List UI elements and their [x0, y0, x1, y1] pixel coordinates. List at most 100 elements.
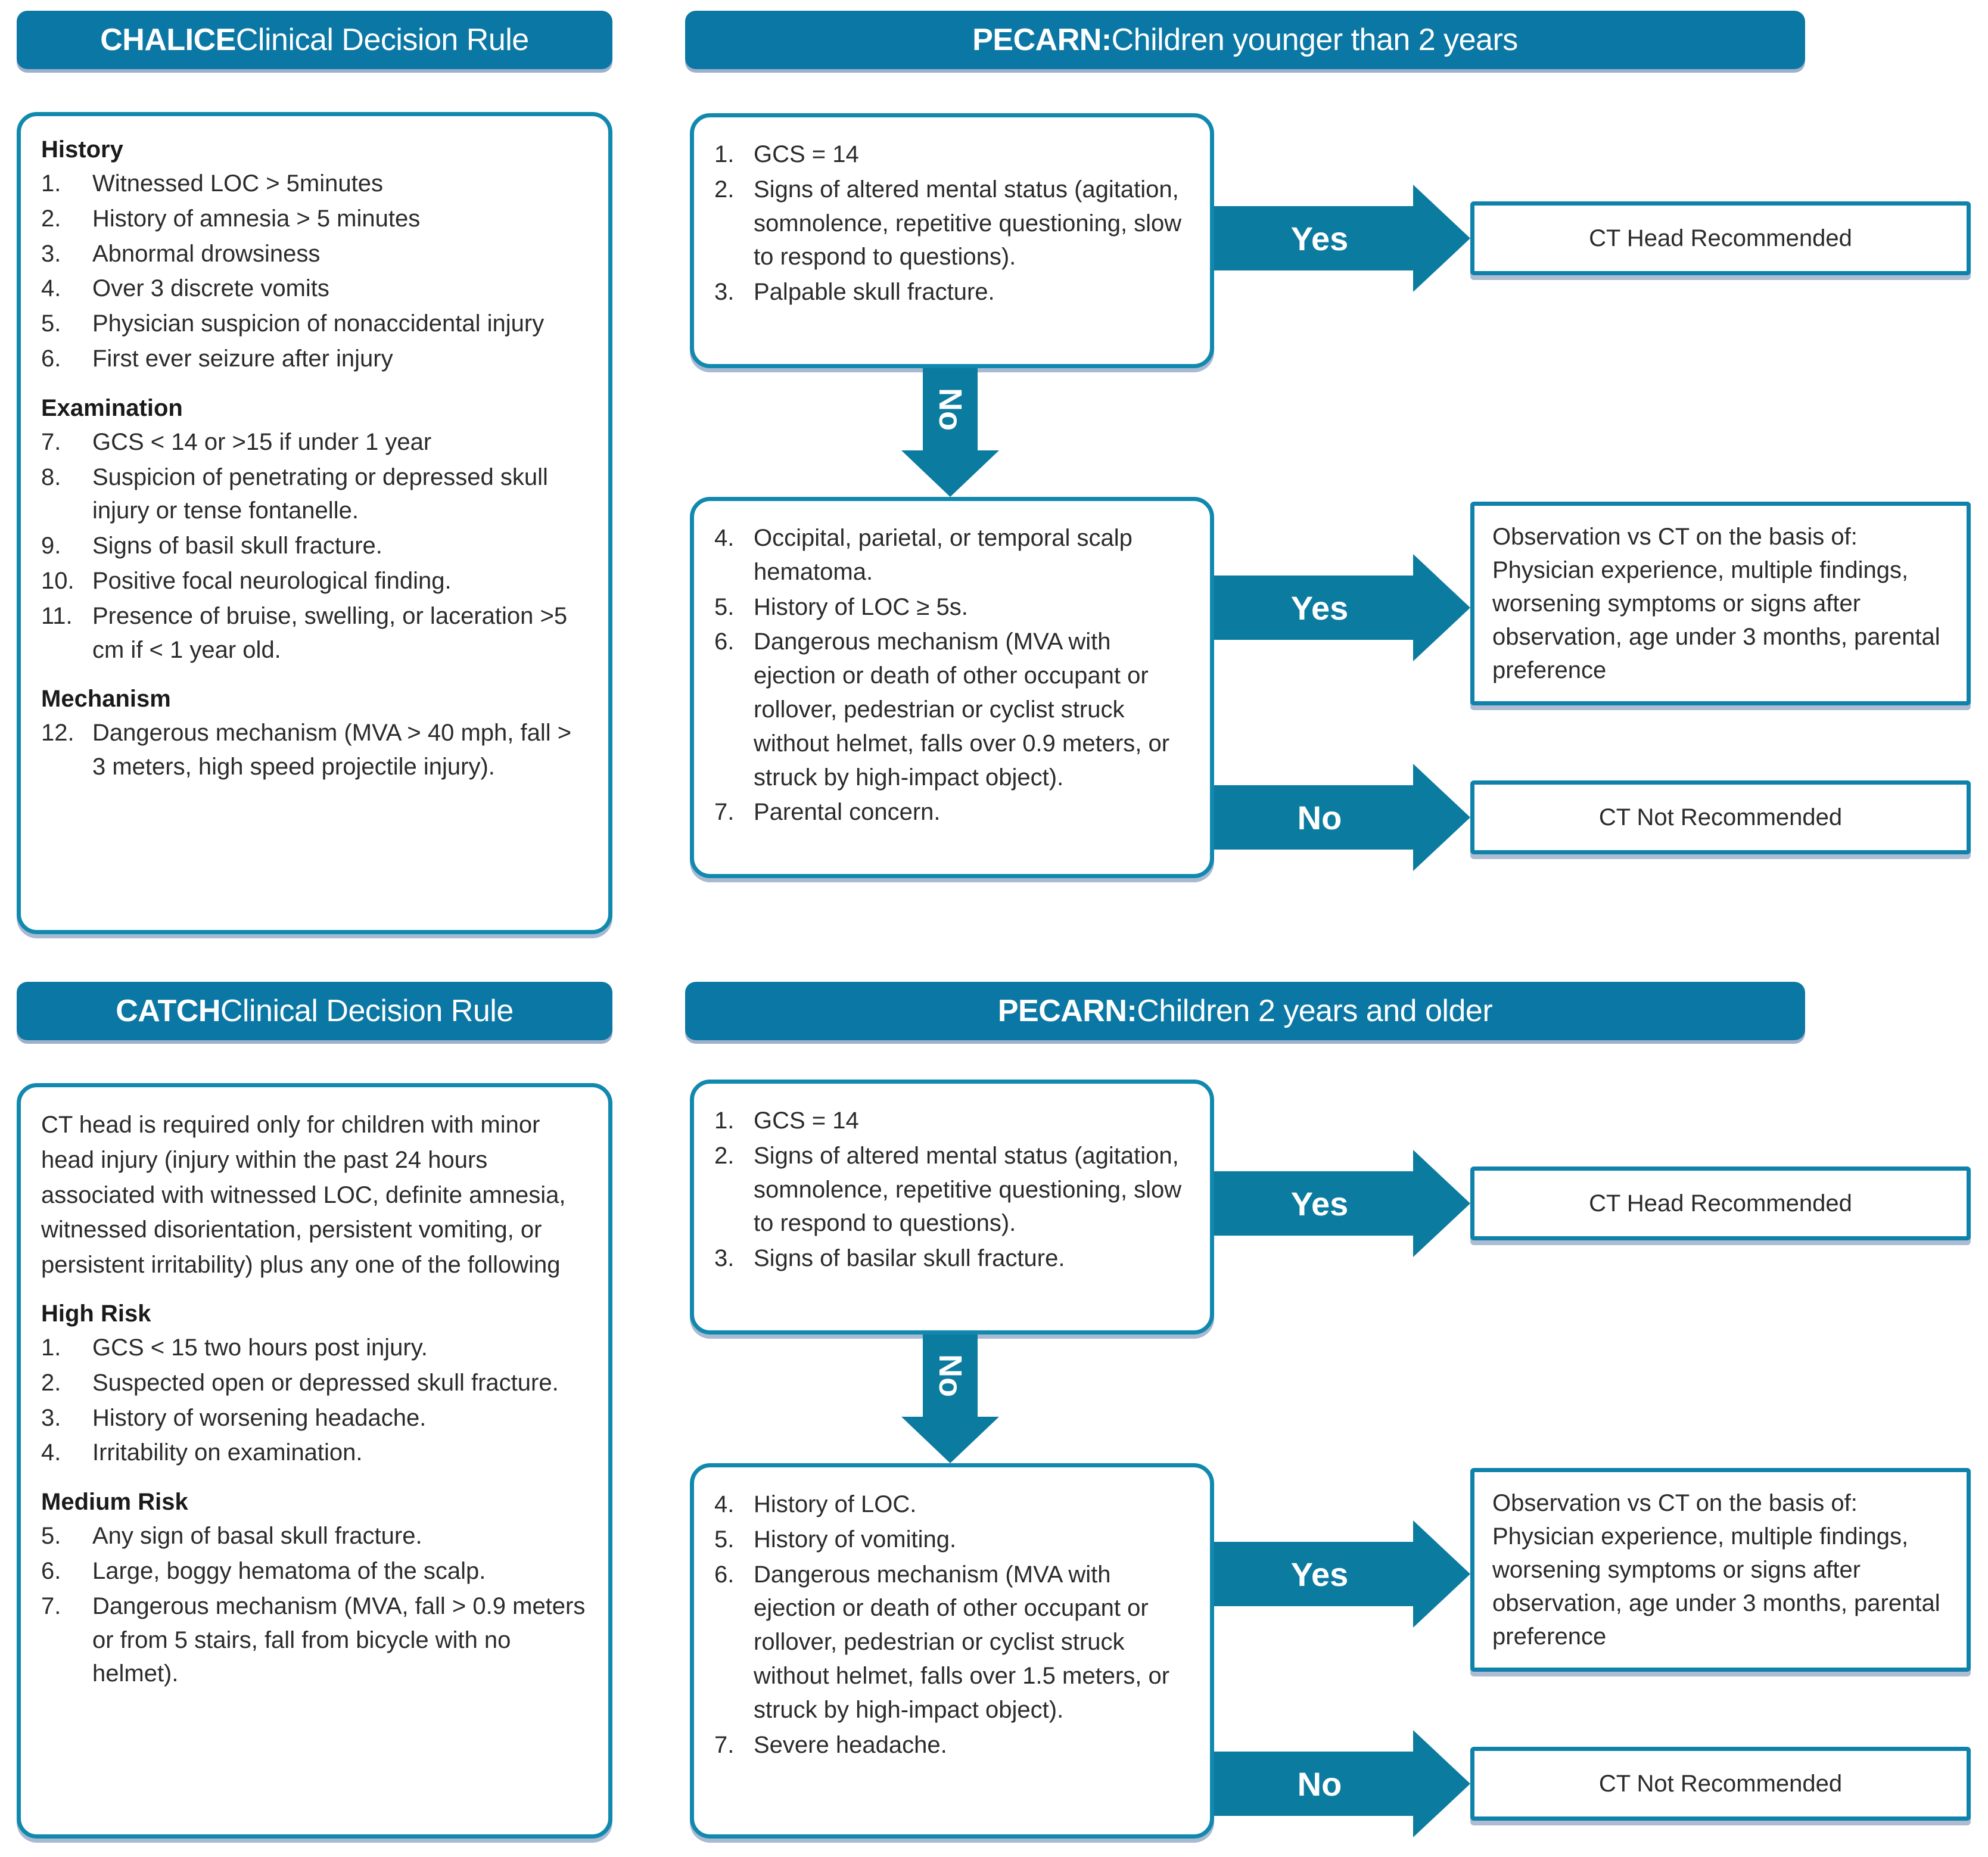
list-item: 6.First ever seizure after injury: [41, 342, 590, 376]
chalice-header-bold: CHALICE: [100, 23, 236, 57]
chalice-header: CHALICE Clinical Decision Rule: [17, 11, 612, 69]
item-text: History of worsening headache.: [92, 1404, 427, 1431]
list-item: 12.Dangerous mechanism (MVA > 40 mph, fa…: [41, 716, 590, 784]
list-item: 4. Irritability on examination.: [41, 1436, 590, 1470]
list-item: 6.Large, boggy hematoma of the scalp.: [41, 1554, 590, 1588]
arrow-shaft: Yes: [1214, 1542, 1413, 1606]
list-item: 1. Witnessed LOC > 5minutes: [41, 167, 590, 201]
item-number: 1.: [41, 170, 61, 197]
arrow-shaft: No: [1214, 785, 1413, 850]
pecarn-older-header-bold: PECARN:: [997, 994, 1137, 1028]
item-number: 6.: [41, 1557, 61, 1584]
pecarn-older-criteria-bottom: 4.History of LOC. 5.History of vomiting.…: [690, 1463, 1214, 1839]
list-item: 8.Suspicion of penetrating or depressed …: [41, 461, 590, 528]
item-text: GCS = 14: [754, 1108, 859, 1134]
item-number: 8.: [41, 464, 61, 490]
list-item: 4. Over 3 discrete vomits: [41, 272, 590, 306]
outcome-text: CT Head Recommended: [1589, 1190, 1852, 1217]
item-text: History of vomiting.: [754, 1526, 957, 1553]
arrow-label: No: [932, 1354, 968, 1397]
arrow-head: [1413, 1520, 1470, 1628]
item-text: Palpable skull fracture.: [754, 279, 995, 306]
list-item: 1.GCS = 14: [714, 138, 1192, 172]
list-item: 3.History of worsening headache.: [41, 1401, 590, 1435]
item-text: First ever seizure after injury: [92, 345, 393, 372]
pecarn-older-header-rest: Children 2 years and older: [1137, 994, 1493, 1028]
chalice-section-title-history: History: [41, 136, 123, 163]
list-item: 11.Presence of bruise, swelling, or lace…: [41, 599, 590, 667]
item-text: Dangerous mechanism (MVA with ejection o…: [754, 629, 1170, 791]
item-number: 4.: [41, 1439, 61, 1466]
item-number: 6.: [714, 1561, 735, 1588]
item-number: 1.: [714, 141, 735, 167]
arrow-shaft: Yes: [1214, 576, 1413, 640]
chalice-section-title-mechanism: Mechanism: [41, 686, 171, 713]
arrow-head: [901, 1417, 999, 1463]
arrow-label: Yes: [1290, 589, 1349, 627]
item-text: Witnessed LOC > 5minutes: [92, 170, 383, 197]
arrow-head: [1413, 764, 1470, 871]
pecarn-young-outcome-ct-not-recommended: CT Not Recommended: [1470, 780, 1971, 854]
item-text: Over 3 discrete vomits: [92, 275, 329, 302]
chalice-header-rest: Clinical Decision Rule: [235, 23, 529, 57]
catch-intro-text: CT head is required only for children wi…: [41, 1112, 566, 1279]
catch-header-bold: CATCH: [116, 994, 220, 1028]
item-number: 6.: [714, 629, 735, 655]
item-text: Dangerous mechanism (MVA with ejection o…: [754, 1561, 1170, 1723]
pecarn-young-header: PECARN: Children younger than 2 years: [685, 11, 1805, 69]
outcome-text: CT Not Recommended: [1598, 804, 1843, 830]
arrow-shaft: Yes: [1214, 206, 1413, 270]
item-number: 11.: [41, 602, 73, 629]
arrow-head: [1413, 1150, 1470, 1257]
list-item: 4.Occipital, parietal, or temporal scalp…: [714, 521, 1192, 589]
list-item: 2.Signs of altered mental status (agitat…: [714, 173, 1192, 274]
item-number: 7.: [714, 1731, 735, 1758]
item-text: Any sign of basal skull fracture.: [92, 1523, 422, 1550]
item-text: Irritability on examination.: [92, 1439, 363, 1466]
pecarn-older-outcome-ct-head-recommended: CT Head Recommended: [1470, 1167, 1971, 1240]
catch-header: CATCH Clinical Decision Rule: [17, 982, 612, 1040]
catch-section-title-medium-risk: Medium Risk: [41, 1489, 188, 1516]
arrow-label: No: [1297, 1765, 1342, 1803]
pecarn-young-criteria-top: 1.GCS = 14 2.Signs of altered mental sta…: [690, 113, 1214, 368]
item-text: Parental concern.: [754, 799, 941, 826]
pecarn-young-criteria-bottom-content: 4.Occipital, parietal, or temporal scalp…: [694, 501, 1210, 848]
arrow-head: [1413, 1730, 1470, 1837]
chalice-section-title-examination: Examination: [41, 394, 183, 421]
list-item: 10.Positive focal neurological finding.: [41, 564, 590, 598]
section-spacer: [41, 668, 590, 686]
item-number: 3.: [714, 1245, 735, 1272]
item-text: Abnormal drowsiness: [92, 240, 321, 267]
pecarn-young-arrow-no-down: No: [901, 368, 999, 497]
item-text: History of LOC.: [754, 1491, 917, 1517]
pecarn-older-criteria-bottom-content: 4.History of LOC. 5.History of vomiting.…: [694, 1467, 1210, 1781]
catch-panel: CT head is required only for children wi…: [17, 1083, 612, 1839]
item-text: Signs of altered mental status (agitatio…: [754, 176, 1182, 270]
pecarn-older-outcome-ct-not-recommended: CT Not Recommended: [1470, 1747, 1971, 1821]
arrow-head: [1413, 185, 1470, 292]
outcome-text: CT Not Recommended: [1598, 1770, 1843, 1797]
item-text: History of amnesia > 5 minutes: [92, 205, 421, 232]
catch-content: CT head is required only for children wi…: [21, 1087, 608, 1710]
pecarn-older-arrow-yes-bottom: Yes: [1214, 1520, 1470, 1628]
list-item: 5.History of LOC ≥ 5s.: [714, 590, 1192, 624]
pecarn-young-outcome-observation: Observation vs CT on the basis of: Physi…: [1470, 502, 1971, 705]
item-text: Positive focal neurological finding.: [92, 567, 452, 594]
item-number: 4.: [41, 275, 61, 302]
arrow-shaft: No: [1214, 1752, 1413, 1816]
pecarn-older-arrow-no-bottom: No: [1214, 1730, 1470, 1837]
section-spacer: [41, 1283, 590, 1301]
list-item: 2.Suspected open or depressed skull frac…: [41, 1366, 590, 1400]
item-number: 1.: [714, 1108, 735, 1134]
pecarn-older-arrow-yes-top: Yes: [1214, 1150, 1470, 1257]
pecarn-older-arrow-no-down: No: [901, 1335, 999, 1463]
list-item: 5.Physician suspicion of nonaccidental i…: [41, 307, 590, 341]
outcome-text: CT Head Recommended: [1589, 225, 1852, 251]
item-text: Signs of altered mental status (agitatio…: [754, 1142, 1182, 1237]
outcome-text: Observation vs CT on the basis of: Physi…: [1492, 1490, 1940, 1650]
item-text: Suspected open or depressed skull fractu…: [92, 1369, 559, 1396]
arrow-label: No: [1297, 798, 1342, 836]
list-item: 7.Severe headache.: [714, 1728, 1192, 1762]
item-text: Signs of basil skull fracture.: [92, 533, 382, 559]
item-number: 5.: [714, 593, 735, 620]
